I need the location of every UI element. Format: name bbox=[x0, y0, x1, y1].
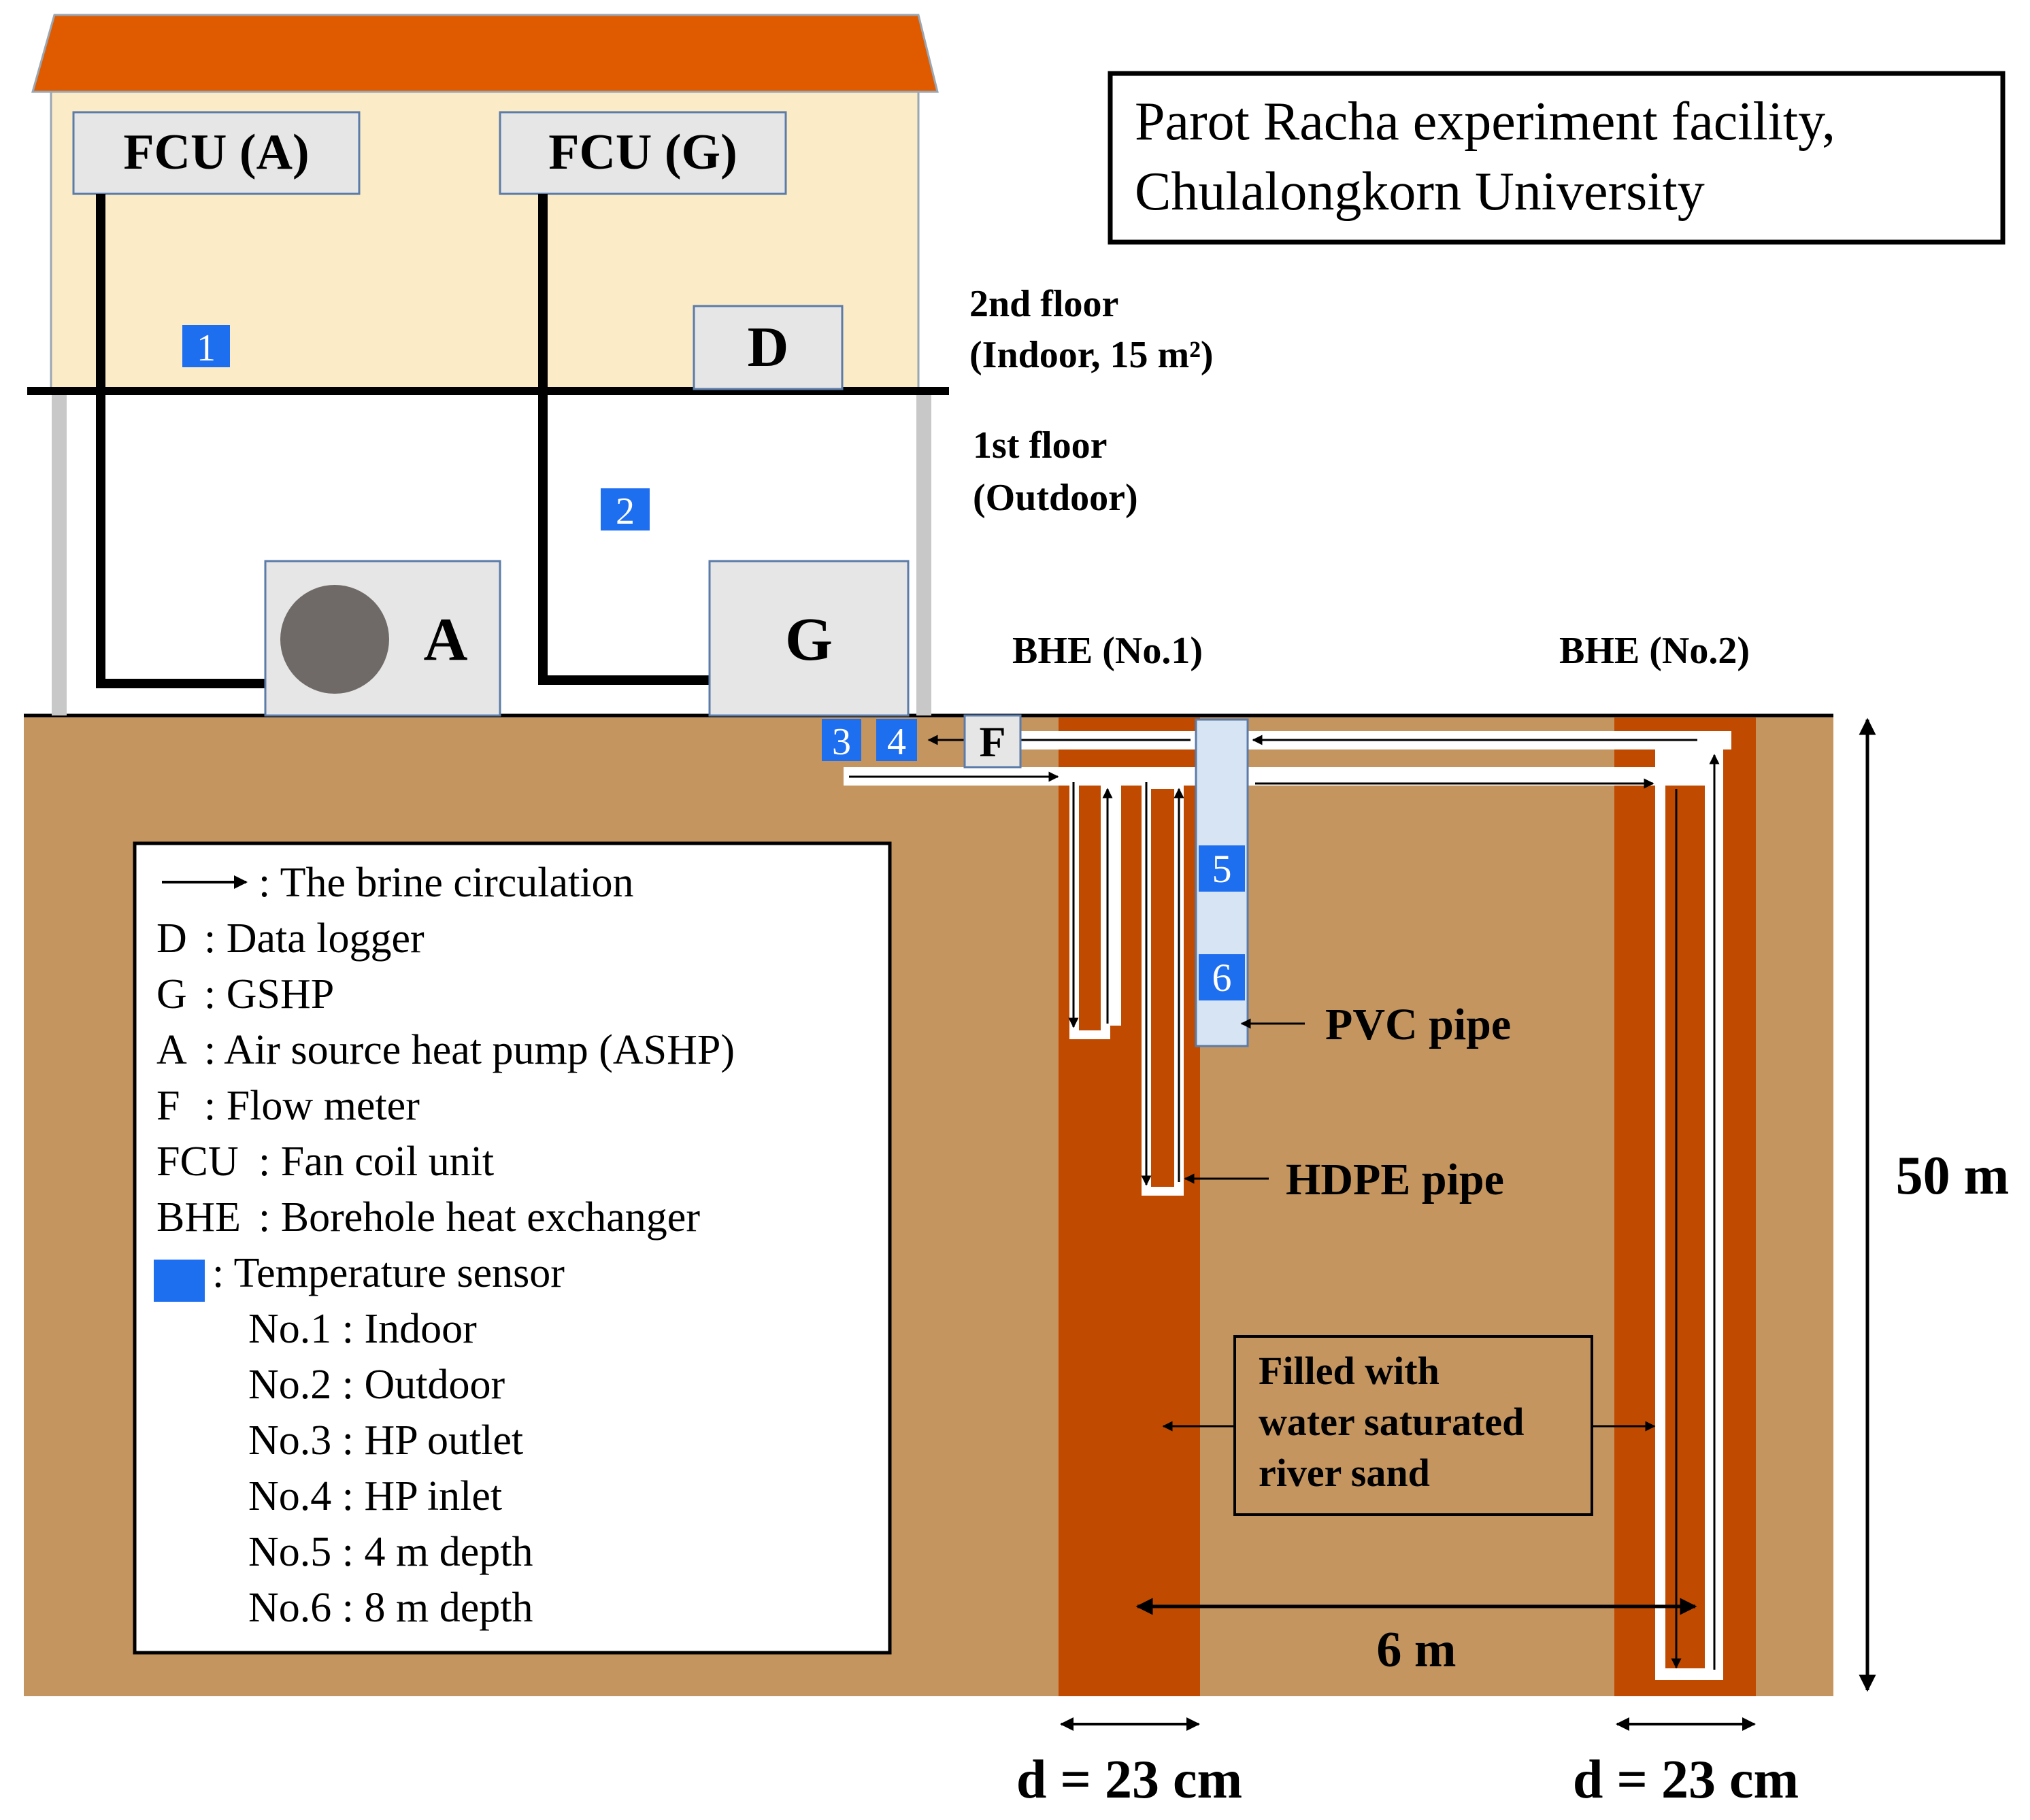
legend-sensor-row-1: No.1 : Indoor bbox=[248, 1306, 477, 1352]
sensor-2-label: 2 bbox=[616, 490, 635, 533]
gshp-box bbox=[708, 560, 910, 717]
legend: : The brine circulation D : Data logger … bbox=[133, 841, 892, 1655]
pillar-left bbox=[52, 392, 67, 715]
legend-key-4: A bbox=[156, 1027, 187, 1073]
legend-row-6: : Fan coil unit bbox=[259, 1139, 494, 1185]
legend-key-3: G bbox=[156, 971, 187, 1017]
fill-label-line-1: Filled with bbox=[1259, 1349, 1440, 1393]
fcu-g-box bbox=[499, 111, 787, 195]
legend-key-7: BHE bbox=[156, 1194, 241, 1241]
bhe1-utube-b-inner bbox=[1151, 789, 1174, 1187]
gshp-label: G bbox=[785, 606, 833, 673]
title-line-1: Parot Racha experiment facility, bbox=[1135, 92, 1835, 152]
legend-sensor-row-3: No.3 : HP outlet bbox=[248, 1417, 523, 1464]
legend-row-1: : The brine circulation bbox=[259, 860, 634, 906]
floor-2-label: 2nd floor bbox=[969, 283, 1118, 325]
fcu-a-label: FCU (A) bbox=[123, 124, 309, 180]
legend-key-2: D bbox=[156, 915, 187, 962]
legend-sensor-row-4: No.4 : HP inlet bbox=[248, 1473, 502, 1519]
legend-key-5: F bbox=[156, 1083, 180, 1129]
diameter-2-label: d = 23 cm bbox=[1573, 1750, 1799, 1810]
sensor-4-marker bbox=[876, 719, 917, 761]
legend-row-5: : Flow meter bbox=[204, 1083, 420, 1129]
sensor-5-label: 5 bbox=[1212, 847, 1232, 891]
legend-row-4: : Air source heat pump (ASHP) bbox=[204, 1027, 735, 1073]
fcu-a-box bbox=[72, 111, 361, 195]
bhe-1-label: BHE (No.1) bbox=[1012, 630, 1203, 672]
pipe-fcu-a-to-ashp bbox=[96, 194, 269, 688]
sensor-3-marker bbox=[822, 719, 861, 761]
fcu-g-label: FCU (G) bbox=[548, 124, 737, 180]
flow-meter-label: F bbox=[979, 718, 1005, 766]
bhe2-utube-inner bbox=[1665, 786, 1705, 1668]
legend-row-2: : Data logger bbox=[204, 915, 425, 962]
bhe-2-label: BHE (No.2) bbox=[1559, 630, 1750, 672]
title-box bbox=[1108, 71, 2006, 245]
spacing-label: 6 m bbox=[1376, 1622, 1456, 1678]
legend-row-8: : Temperature sensor bbox=[212, 1250, 565, 1296]
sensor-3-label: 3 bbox=[832, 721, 851, 763]
pillar-right bbox=[916, 392, 931, 715]
floor-1-sublabel: (Outdoor) bbox=[973, 477, 1138, 519]
floor-2-sublabel: (Indoor, 15 m²) bbox=[969, 334, 1214, 376]
ashp-label: A bbox=[424, 606, 468, 673]
diameter-1-label: d = 23 cm bbox=[1016, 1750, 1242, 1810]
flow-meter-box bbox=[963, 714, 1022, 769]
sensor-6-label: 6 bbox=[1212, 956, 1232, 1000]
depth-label: 50 m bbox=[1896, 1146, 2010, 1206]
legend-key-6: FCU bbox=[156, 1139, 239, 1185]
legend-sensor-row-2: No.2 : Outdoor bbox=[248, 1362, 505, 1408]
sensor-6-marker bbox=[1199, 954, 1245, 1000]
legend-row-7: : Borehole heat exchanger bbox=[259, 1194, 700, 1241]
sensor-2-marker bbox=[601, 488, 650, 530]
pipe-fcu-g-to-gshp bbox=[538, 194, 716, 685]
bhe1-utube-a-inner bbox=[1079, 786, 1101, 1030]
legend-box bbox=[133, 841, 892, 1655]
legend-sensor-swatch bbox=[154, 1260, 205, 1302]
floor-1-label: 1st floor bbox=[973, 424, 1108, 467]
legend-sensor-row-6: No.6 : 8 m depth bbox=[248, 1585, 533, 1631]
fill-label-line-3: river sand bbox=[1259, 1451, 1430, 1495]
bhe1-riser-1 bbox=[1102, 767, 1121, 1026]
sensor-1-label: 1 bbox=[197, 327, 216, 369]
data-logger-box bbox=[693, 305, 844, 390]
house-roof bbox=[31, 14, 939, 93]
title-line-2: Chulalongkorn University bbox=[1135, 162, 1705, 222]
sensor-4-label: 4 bbox=[887, 721, 906, 763]
sensor-5-marker bbox=[1199, 845, 1245, 892]
sensor-1-marker bbox=[182, 325, 230, 367]
legend-row-3: : GSHP bbox=[204, 971, 334, 1017]
ashp-fan-icon bbox=[280, 585, 389, 694]
hdpe-pipe-label: HDPE pipe bbox=[1286, 1155, 1504, 1204]
data-logger-label: D bbox=[748, 316, 789, 379]
fill-label-line-2: water saturated bbox=[1259, 1400, 1524, 1444]
legend-sensor-row-5: No.5 : 4 m depth bbox=[248, 1529, 533, 1575]
pvc-pipe-label: PVC pipe bbox=[1325, 1000, 1511, 1049]
bhe1-riser-2 bbox=[1167, 767, 1186, 781]
